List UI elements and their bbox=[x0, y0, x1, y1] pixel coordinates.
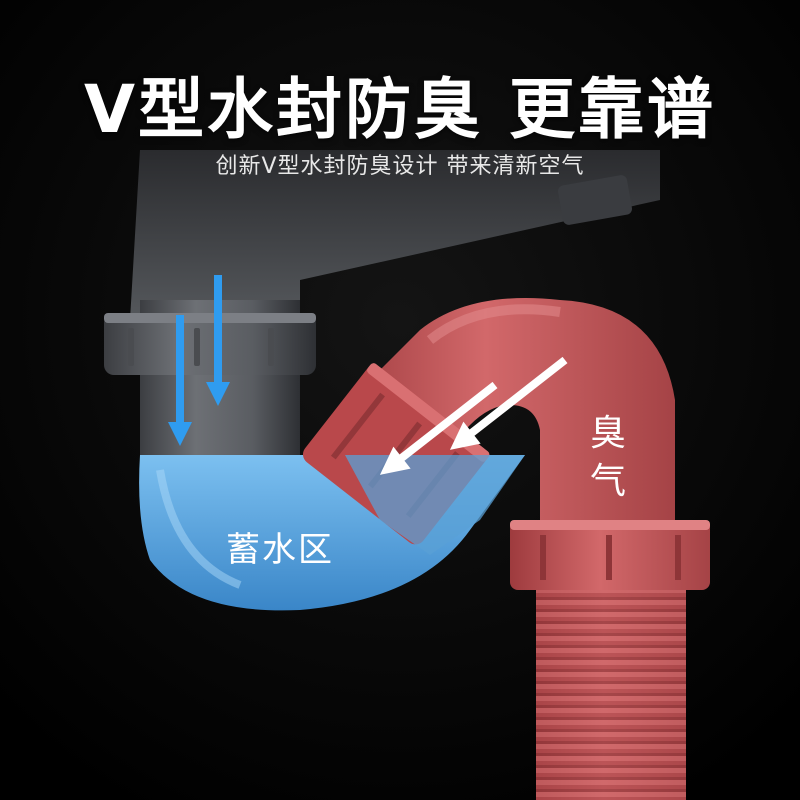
odor-arrow-icon bbox=[379, 381, 498, 475]
grey-pipe-body bbox=[130, 150, 660, 320]
side-outlet bbox=[558, 175, 632, 225]
headline-title: V型水封防臭 更靠谱 bbox=[83, 71, 717, 148]
odor-label: 臭气 bbox=[589, 413, 626, 502]
down-arrow-icon bbox=[206, 275, 230, 406]
odor-arrow-icon bbox=[449, 356, 568, 450]
headline-subtitle: 创新V型水封防臭设计 带来清新空气 bbox=[215, 154, 585, 179]
water-zone-label: 蓄水区 bbox=[226, 530, 334, 570]
down-arrow-icon bbox=[168, 315, 192, 446]
grey-coupling-nut bbox=[104, 313, 316, 375]
